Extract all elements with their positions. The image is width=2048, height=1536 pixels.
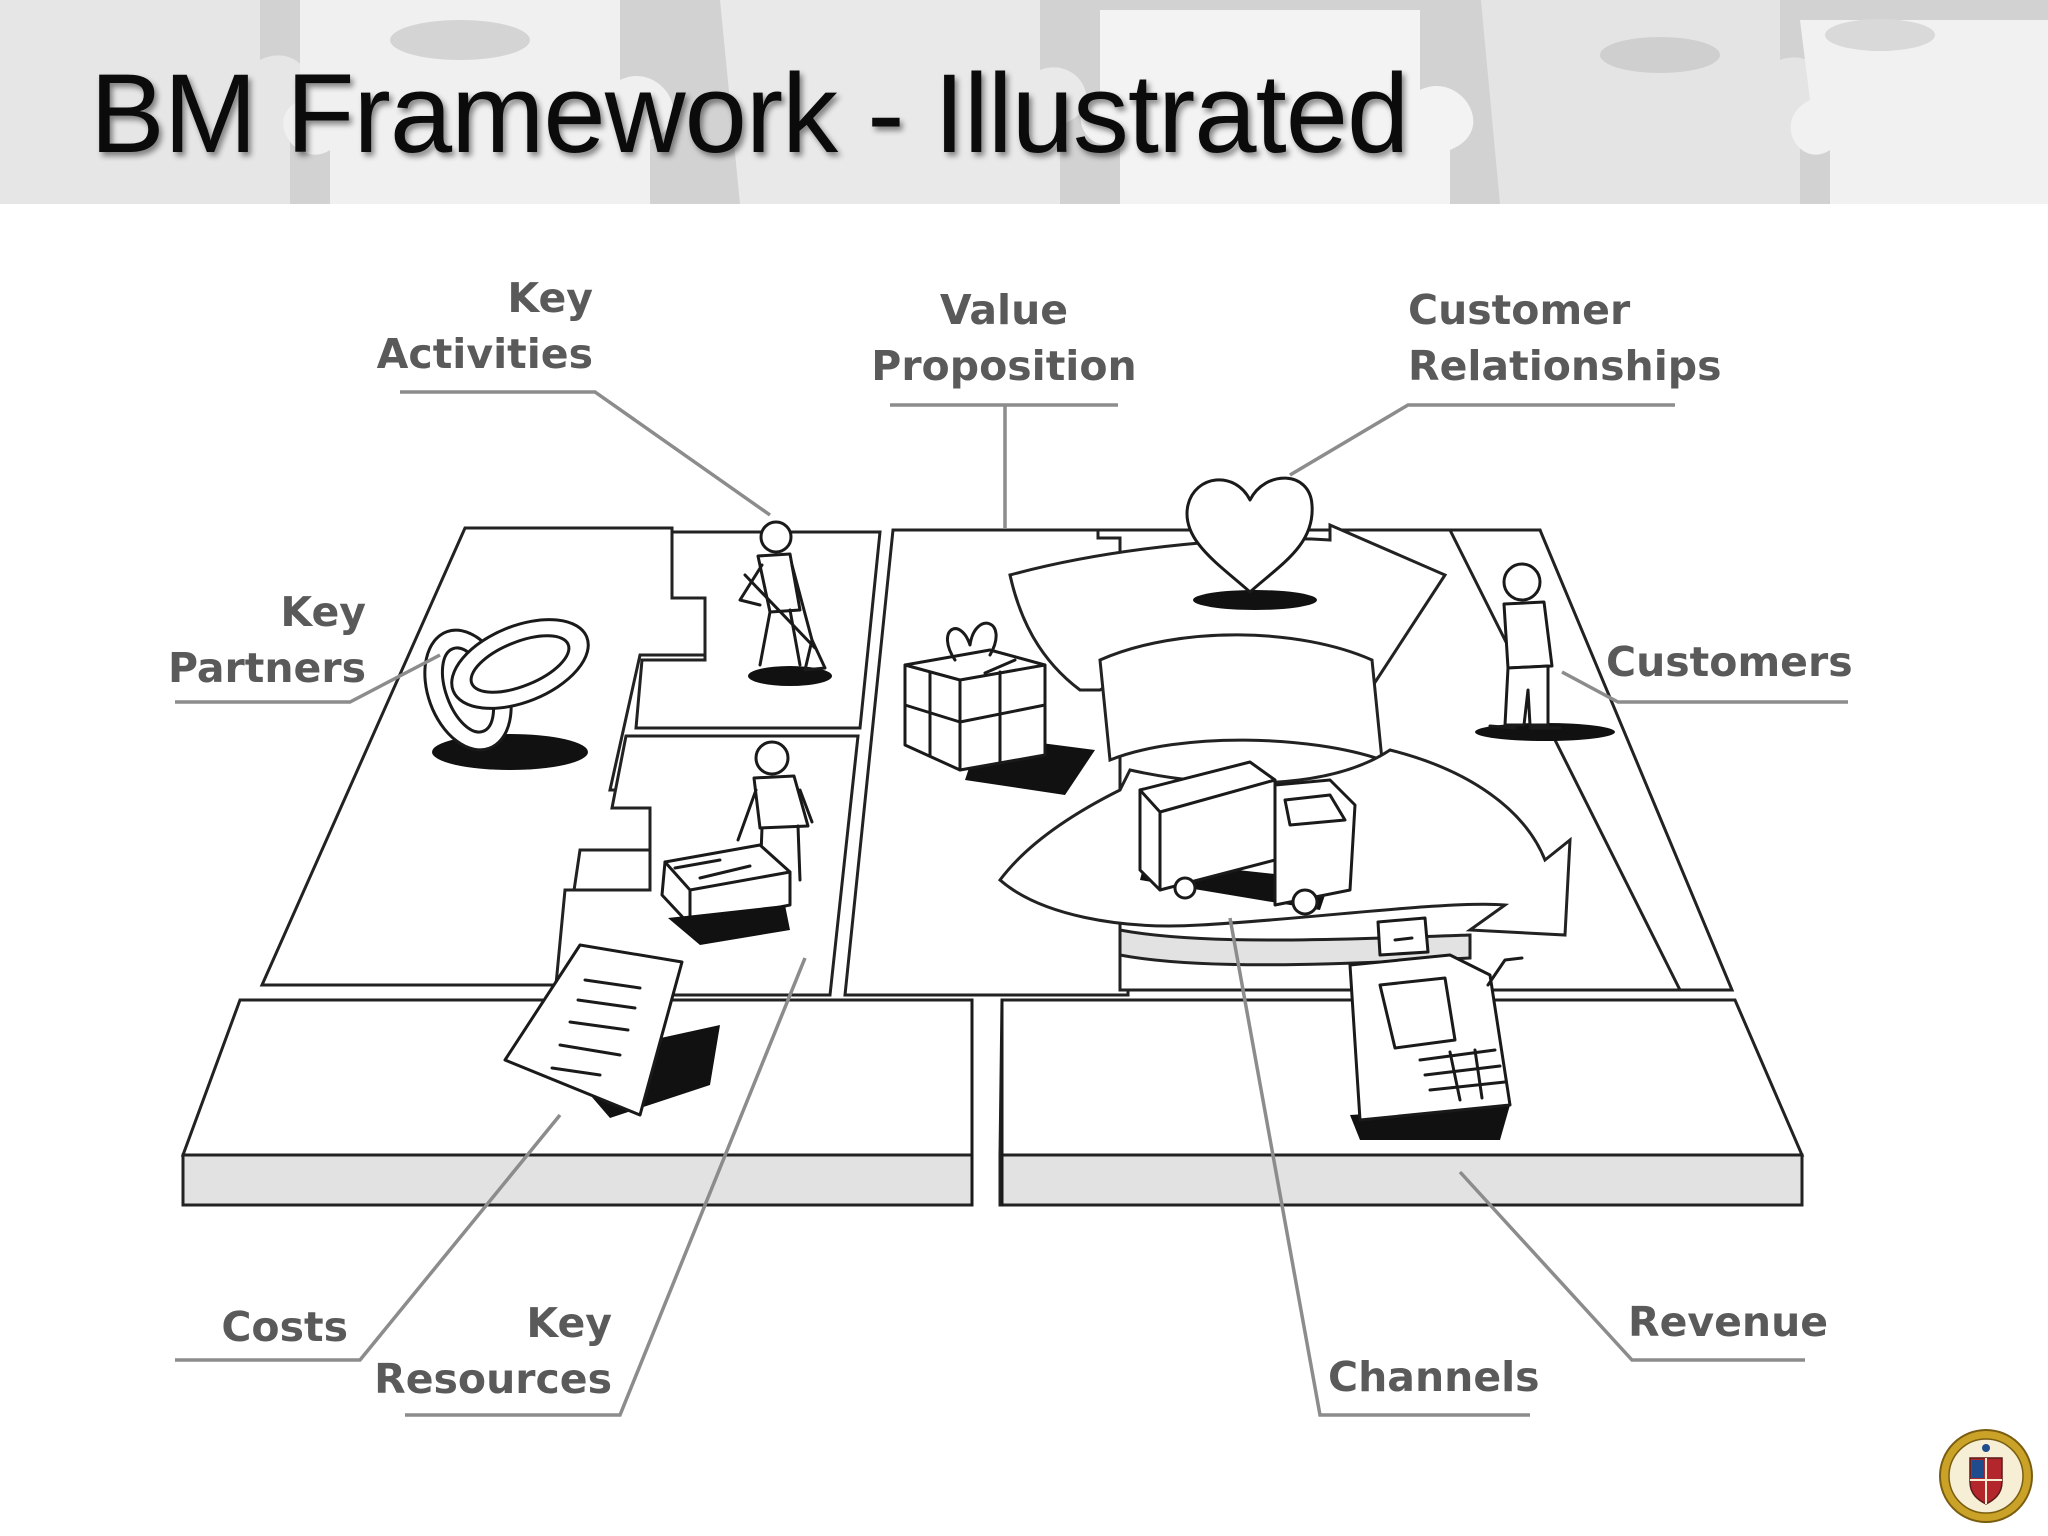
label-key-activities-line1: Key [507,274,593,322]
leader-key-resources [405,957,807,1417]
leader-costs [175,1113,562,1362]
label-customer-relationships-line2: Relationships [1408,342,1722,390]
label-key-activities-line2: Activities [377,330,593,378]
label-customer-relationships-line1: Customer [1408,286,1631,334]
cost-document-icon [503,943,720,1118]
interlocked-rings-icon [423,618,590,770]
university-seal-logo [1939,1429,2033,1523]
leader-key-activities [400,390,772,517]
worker-with-block-icon [660,740,814,945]
worker-digging-icon [738,520,832,686]
label-key-partners-line1: Key [280,588,366,636]
customer-figure-icon [1475,562,1615,741]
leader-channels [1228,917,1530,1417]
cost-structure-side [181,1153,974,1207]
label-channels: Channels [1328,1353,1540,1401]
slab-seam [970,998,1004,1207]
gift-box-icon [903,621,1095,795]
leader-revenue [1458,1170,1805,1362]
revenue-side [998,1153,1804,1207]
leader-customer-relationships [1289,403,1675,477]
label-costs: Costs [221,1303,348,1351]
inner-ring [1098,633,1384,763]
leader-key-partners [175,653,441,704]
slide-title: BM Framework - Illustrated [90,51,1409,176]
label-key-resources-line1: Key [526,1299,612,1347]
puzzle-background-art [0,0,2048,204]
label-revenue: Revenue [1628,1298,1828,1346]
label-key-partners-line2: Partners [168,644,366,692]
leader-value-proposition [890,403,1118,528]
label-key-resources-line2: Resources [374,1355,612,1403]
label-customers: Customers [1606,638,1853,686]
title-banner: BM Framework - Illustrated [0,0,2048,204]
cash-register-icon [1348,916,1524,1140]
leader-customers [1561,670,1848,704]
label-value-proposition-line2: Proposition [871,342,1136,390]
label-value-proposition-line1: Value [940,286,1068,334]
heart-icon [1185,476,1317,610]
delivery-truck-icon [1138,760,1357,916]
